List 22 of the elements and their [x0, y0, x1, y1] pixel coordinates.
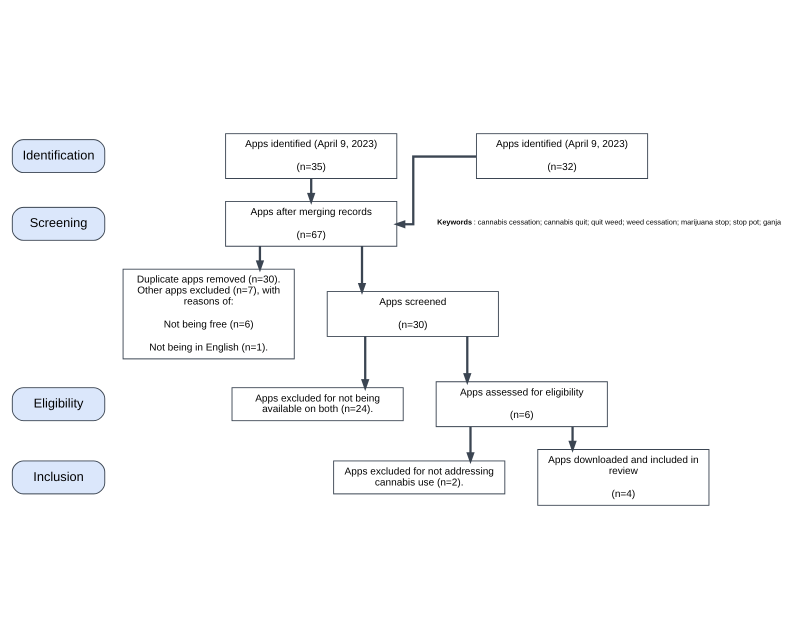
arrow: [466, 426, 475, 464]
node-box: Apps excluded for not being available on both (n=24).: [232, 387, 404, 422]
arrow: [393, 155, 476, 228]
node-box: Screening: [12, 206, 106, 241]
arrow: [463, 336, 472, 386]
node-box: Apps identified (April 9, 2023) (n=32): [476, 133, 648, 179]
node-box: Apps excluded for not addressing cannabis use (n=2).: [333, 460, 506, 494]
node-box: Apps screened (n=30): [326, 291, 499, 337]
arrow: [358, 246, 366, 295]
arrow: [256, 246, 264, 272]
node-box: Apps assessed for eligibility (n=6): [436, 381, 608, 428]
arrow: [568, 426, 577, 453]
node-box: Eligibility: [12, 387, 106, 422]
arrow: [307, 178, 316, 205]
label: Keywords: cannabis cessation; cannabis quit; quit weed; weed cessation; marijuana stop; stop pot; ganja: [437, 218, 782, 227]
node-box: Inclusion: [12, 460, 106, 494]
node-box: Duplicate apps removed (n=30). Other apps excluded (n=7), with reasons of: Not being free (n=6) Not being in English (n=1).: [122, 268, 295, 360]
arrow: [361, 336, 370, 392]
node-box: Apps downloaded and included in review (n=4): [537, 449, 710, 506]
node-box: Apps after merging records (n=67): [225, 200, 398, 247]
node-box: Apps identified (April 9, 2023) (n=35): [225, 133, 398, 179]
node-box: Identification: [12, 139, 106, 174]
